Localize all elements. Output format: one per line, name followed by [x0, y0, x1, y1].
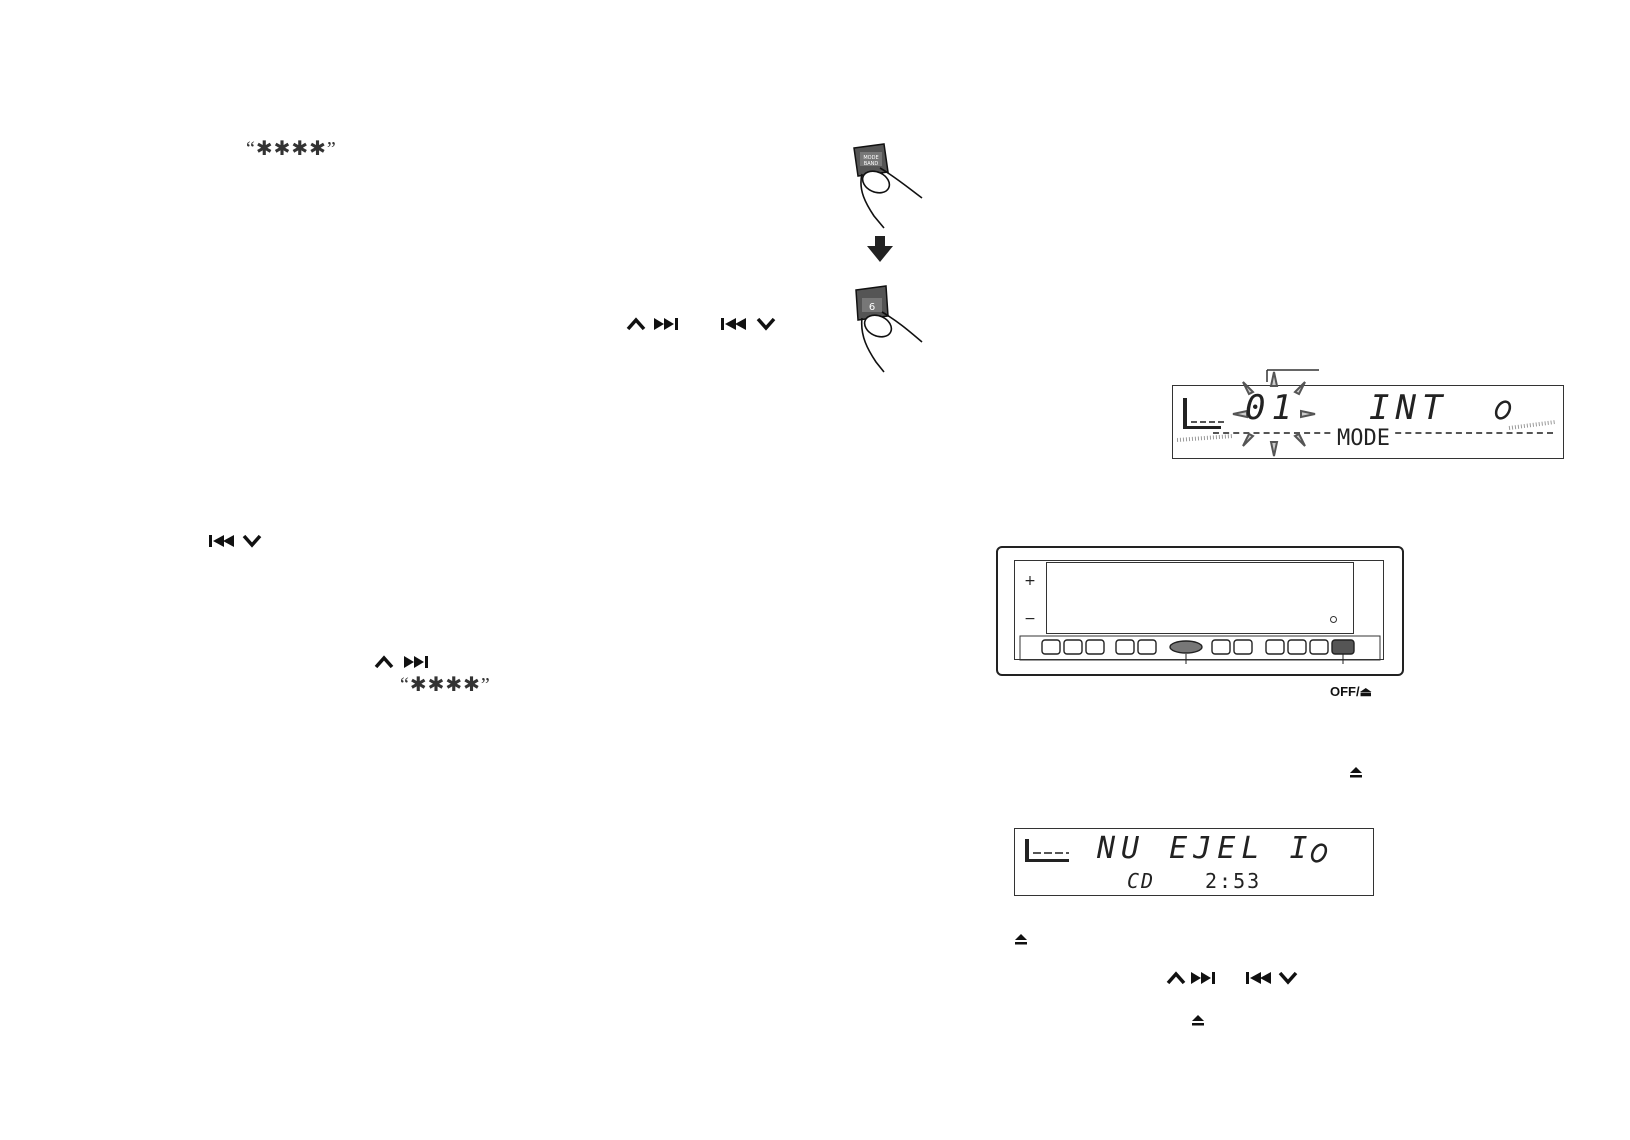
lcd-number: 01: [1245, 388, 1298, 428]
lcd-sub-label: MODE: [1333, 426, 1394, 451]
eject-icon: [1014, 933, 1028, 945]
disc-icon: [1494, 400, 1556, 430]
svg-text:BAND: BAND: [864, 161, 879, 167]
stars-mid-text: “✱✱✱✱”: [400, 674, 491, 696]
lcd-bars-left-icon: [1025, 839, 1069, 862]
off-eject-label: OFF/⏏: [1330, 684, 1372, 699]
svg-text:MODE: MODE: [863, 155, 878, 161]
up-next-prev-down-buttons: [1166, 969, 1326, 987]
mode-band-button-icon: MODE BAND: [853, 143, 889, 177]
up-next-buttons: [374, 653, 444, 671]
next-prev-buttons-row1: [626, 315, 786, 333]
up-chevron-icon: [626, 317, 646, 331]
lcd-source: CD: [1127, 869, 1156, 893]
lcd-mode-value: INT: [1369, 388, 1449, 428]
finger-icon-1: [860, 167, 923, 229]
skip-prev-icon: [206, 534, 236, 548]
down-scroll-button[interactable]: [1354, 606, 1374, 632]
skip-next-icon: [402, 655, 432, 669]
volume-minus-button[interactable]: −: [1024, 611, 1036, 627]
down-chevron-icon: [242, 534, 262, 548]
stars-top-text: “✱✱✱✱”: [246, 138, 337, 160]
up-chevron-icon: [1166, 971, 1186, 985]
eject-icon: [1349, 766, 1363, 778]
skip-next-icon: [1190, 971, 1218, 985]
prev-down-buttons: [206, 532, 276, 550]
faceplate-display-window: [1046, 562, 1354, 634]
skip-prev-icon: [1244, 971, 1272, 985]
lcd-display-track: NU EJEL I CD 2:53: [1014, 828, 1374, 896]
volume-plus-button[interactable]: +: [1024, 573, 1036, 589]
button-row-icon: [1019, 635, 1381, 664]
eject-icon: [1191, 1014, 1205, 1026]
disc-icon: [1310, 843, 1328, 863]
hand-press-illustration: MODE BAND 6: [853, 143, 923, 373]
up-scroll-button[interactable]: [1354, 568, 1374, 594]
sensor-dot-icon: [1330, 616, 1337, 623]
lcd-track-title: NU EJEL I: [1097, 831, 1314, 866]
svg-text:6: 6: [869, 302, 875, 313]
down-chevron-icon: [1278, 971, 1298, 985]
faceplate-panel: + −: [996, 546, 1404, 676]
lcd-display-mode: 01 INT MODE: [1172, 369, 1564, 459]
skip-prev-icon: [718, 317, 748, 331]
lcd-time: 2:53: [1205, 869, 1262, 893]
finger-icon-2: [860, 311, 923, 373]
down-arrow-icon: [867, 236, 893, 262]
lcd-bars-left-icon: [1177, 398, 1234, 442]
down-chevron-icon: [756, 317, 776, 331]
numbered-button-icon: 6: [855, 285, 889, 321]
up-chevron-icon: [374, 655, 394, 669]
skip-next-icon: [652, 317, 682, 331]
blink-rays-icon: [1232, 369, 1319, 457]
